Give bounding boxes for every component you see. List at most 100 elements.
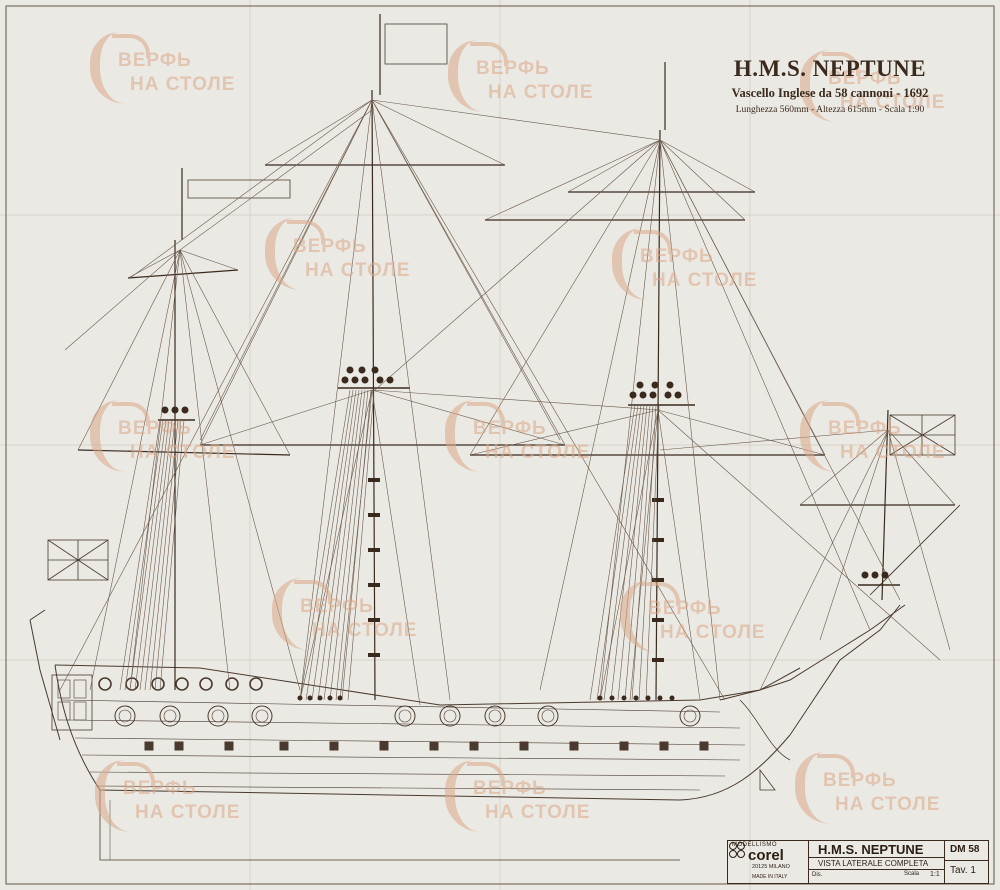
gun-port-inner	[398, 709, 412, 723]
title-cartouche: MODELLISMO corel 20125 MILANO MADE IN IT…	[727, 840, 989, 884]
deadeye	[171, 406, 179, 414]
chainplate-block	[337, 695, 343, 701]
deadeye	[674, 391, 682, 399]
made-in: MADE IN ITALY	[752, 874, 788, 880]
gun-port	[394, 705, 416, 727]
rigging-line	[371, 99, 506, 166]
rigging-line	[659, 139, 756, 193]
rigging-line	[657, 409, 826, 456]
chainplate-block	[317, 695, 323, 701]
rigging-line	[659, 139, 746, 221]
deadeye	[629, 391, 637, 399]
rigging-line	[629, 409, 659, 701]
rigging-line	[179, 109, 373, 251]
yards	[77, 164, 955, 506]
shroud	[305, 389, 354, 701]
rigging-line	[371, 99, 566, 446]
shroud	[299, 389, 351, 701]
shroud	[154, 419, 182, 691]
rigging-line	[371, 99, 451, 701]
rigging-line	[299, 99, 373, 701]
deadeye	[664, 391, 672, 399]
rigging-line	[371, 99, 561, 441]
rigging-line	[179, 249, 239, 271]
lower-gun-port	[569, 741, 579, 751]
brand-city: 20125 MILANO	[752, 864, 790, 870]
divider	[808, 869, 944, 870]
deadeye	[341, 376, 349, 384]
plan-title: H.M.S. NEPTUNE	[733, 56, 927, 81]
rigging-line	[799, 429, 889, 506]
deadeye	[376, 376, 384, 384]
rigging-line	[59, 99, 373, 691]
rigging-line	[819, 429, 889, 641]
rigging-line	[199, 389, 373, 446]
gun-ports	[98, 677, 709, 751]
gun-port	[159, 705, 181, 727]
rigging-line	[539, 139, 661, 691]
brand-tagline: MODELLISMO	[732, 842, 778, 848]
rigging-line	[657, 409, 941, 661]
lower-gun-port	[174, 741, 184, 751]
upper-gun-port	[175, 677, 189, 691]
rigging-line	[339, 389, 373, 701]
shroud	[119, 419, 161, 691]
gun-port-inner	[118, 709, 132, 723]
gun-port	[207, 705, 229, 727]
rigging-line	[179, 249, 291, 456]
lower-gun-port	[224, 741, 234, 751]
shroud	[159, 419, 185, 691]
deadeye	[161, 406, 169, 414]
deadeye	[639, 391, 647, 399]
deadeye	[881, 571, 889, 579]
plan-subtitle: Vascello Inglese da 58 cannoni - 1692	[731, 86, 929, 100]
gun-port	[537, 705, 559, 727]
gun-port-inner	[488, 709, 502, 723]
shroud	[335, 389, 369, 701]
sheet-number: Tav. 1	[950, 865, 976, 876]
upper-gun-port	[249, 677, 263, 691]
deadeye	[361, 376, 369, 384]
flags	[47, 23, 956, 581]
deadeye	[181, 406, 189, 414]
hull	[29, 604, 906, 861]
rigging-line	[299, 389, 373, 701]
scale-value: 1:1	[930, 871, 940, 878]
gun-port	[484, 705, 506, 727]
chainplate-block	[307, 695, 313, 701]
rigging-line	[659, 139, 901, 601]
deadeye	[371, 366, 379, 374]
deadeye	[636, 381, 644, 389]
deadeye	[651, 381, 659, 389]
lower-gun-port	[659, 741, 669, 751]
deadeye	[666, 381, 674, 389]
rigging-line	[371, 99, 661, 141]
shroud	[596, 404, 639, 701]
gun-port-inner	[211, 709, 225, 723]
rigging-line	[759, 429, 889, 691]
mast-bands	[368, 478, 664, 662]
lower-gun-port	[469, 741, 479, 751]
plan-dimensions: Lunghezza 560mm - Altezza 615mm - Scala …	[735, 105, 925, 115]
rigging-line	[199, 99, 373, 441]
shroud	[129, 419, 167, 691]
chainplate-block	[327, 695, 333, 701]
gun-port-inner	[683, 709, 697, 723]
rigging-line	[659, 429, 889, 451]
rigging-line	[469, 409, 659, 456]
shroud	[624, 404, 651, 701]
rigging-line	[129, 249, 181, 691]
rigging-line	[264, 99, 373, 166]
sheet-border	[5, 5, 995, 885]
divider	[808, 857, 944, 858]
lower-gun-port	[144, 741, 154, 751]
gun-port-inner	[443, 709, 457, 723]
lower-gun-port	[619, 741, 629, 751]
rigging-line	[657, 409, 701, 701]
upper-gun-port	[98, 677, 112, 691]
chainplate-block	[609, 695, 615, 701]
shroud	[610, 404, 645, 701]
rigging-line	[127, 249, 181, 279]
deadeye	[386, 376, 394, 384]
shroud	[144, 419, 176, 691]
